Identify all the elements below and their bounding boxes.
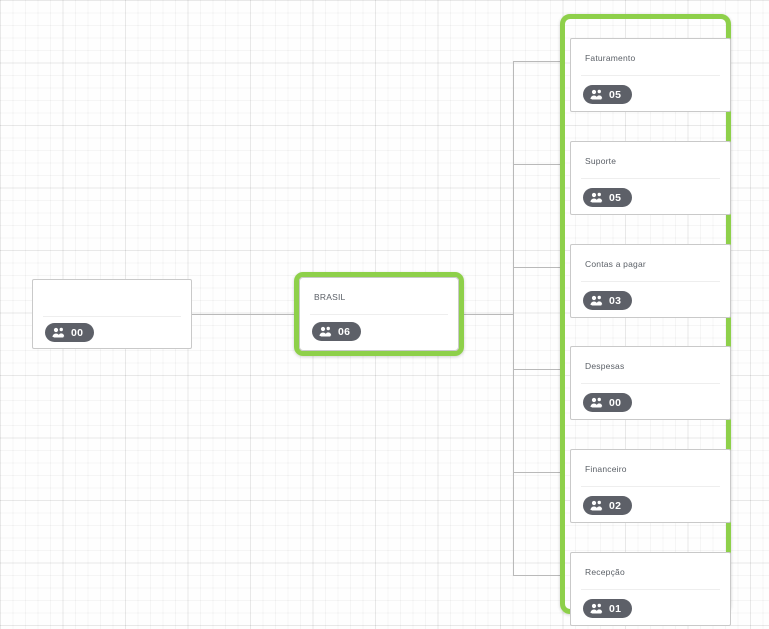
root-node-separator <box>43 316 181 317</box>
suporte-node-separator <box>581 178 720 179</box>
connector-trunk <box>513 61 514 576</box>
suporte-node[interactable]: Suporte 05 <box>570 141 731 215</box>
faturamento-node-members-badge[interactable]: 05 <box>583 85 633 104</box>
recepcao-node-title: Recepção <box>585 567 625 577</box>
connector-branch-3 <box>513 267 561 268</box>
contas-a-pagar-node-separator <box>581 281 720 282</box>
root-node-members-badge[interactable]: 00 <box>45 323 95 342</box>
root-node[interactable]: 00 <box>32 279 192 349</box>
branch-group-highlight[interactable]: Faturamento 05 Suporte <box>560 14 731 626</box>
despesas-node-members-badge[interactable]: 00 <box>583 393 633 412</box>
despesas-node-separator <box>581 383 720 384</box>
faturamento-node-title: Faturamento <box>585 53 636 63</box>
brasil-node-highlight[interactable]: BRASIL 06 <box>294 272 464 356</box>
root-node-member-count: 00 <box>71 326 84 339</box>
recepcao-node[interactable]: Recepção 01 <box>570 552 731 626</box>
contas-a-pagar-node-member-count: 03 <box>609 294 622 307</box>
faturamento-node[interactable]: Faturamento 05 <box>570 38 731 112</box>
financeiro-node[interactable]: Financeiro 02 <box>570 449 731 523</box>
users-group-icon <box>319 326 332 337</box>
despesas-node-member-count: 00 <box>609 396 622 409</box>
brasil-node-separator <box>310 314 448 315</box>
users-group-icon <box>590 500 603 511</box>
connector-branch-6 <box>513 575 561 576</box>
recepcao-node-member-count: 01 <box>609 602 622 615</box>
connector-parent-to-trunk <box>458 314 514 315</box>
connector-branch-4 <box>513 369 561 370</box>
recepcao-node-members-badge[interactable]: 01 <box>583 599 633 618</box>
users-group-icon <box>590 397 603 408</box>
users-group-icon <box>590 295 603 306</box>
financeiro-node-separator <box>581 486 720 487</box>
connector-branch-1 <box>513 61 561 62</box>
suporte-node-member-count: 05 <box>609 191 622 204</box>
contas-a-pagar-node-title: Contas a pagar <box>585 259 646 269</box>
brasil-node-members-badge[interactable]: 06 <box>312 322 362 341</box>
recepcao-node-separator <box>581 589 720 590</box>
despesas-node[interactable]: Despesas 00 <box>570 346 731 420</box>
suporte-node-members-badge[interactable]: 05 <box>583 188 633 207</box>
connector-branch-2 <box>513 164 561 165</box>
users-group-icon <box>52 327 65 338</box>
faturamento-node-member-count: 05 <box>609 88 622 101</box>
users-group-icon <box>590 89 603 100</box>
despesas-node-title: Despesas <box>585 361 625 371</box>
financeiro-node-members-badge[interactable]: 02 <box>583 496 633 515</box>
faturamento-node-separator <box>581 75 720 76</box>
brasil-node-title: BRASIL <box>314 292 346 302</box>
financeiro-node-title: Financeiro <box>585 464 627 474</box>
brasil-node[interactable]: BRASIL 06 <box>299 277 459 351</box>
contas-a-pagar-node-members-badge[interactable]: 03 <box>583 291 633 310</box>
connector-branch-5 <box>513 472 561 473</box>
financeiro-node-member-count: 02 <box>609 499 622 512</box>
users-group-icon <box>590 603 603 614</box>
brasil-node-member-count: 06 <box>338 325 351 338</box>
suporte-node-title: Suporte <box>585 156 617 166</box>
connector-root-to-parent <box>192 314 300 315</box>
users-group-icon <box>590 192 603 203</box>
contas-a-pagar-node[interactable]: Contas a pagar 03 <box>570 244 731 318</box>
